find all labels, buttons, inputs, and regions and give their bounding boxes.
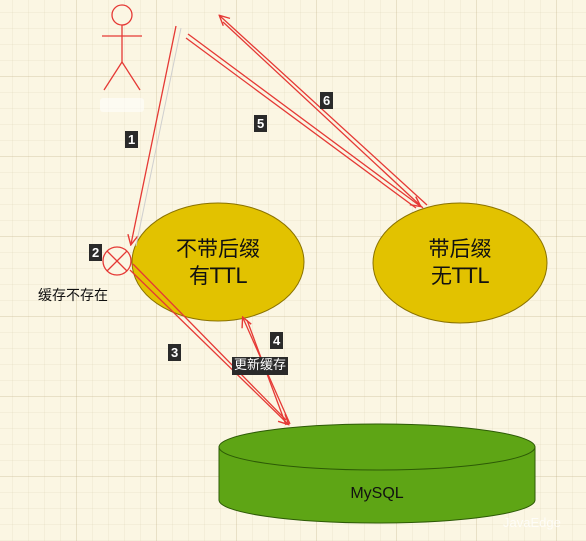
ellipse-line-2: 无TTL xyxy=(431,264,489,288)
step-badge-2: 2 xyxy=(89,244,103,261)
step-badge-1: 1 xyxy=(125,131,139,148)
step-badge-6: 6 xyxy=(320,92,334,109)
watermark: JavaEdge xyxy=(503,515,561,530)
step-badge-4: 4 xyxy=(270,332,284,349)
ellipse-line-1: 不带后缀 xyxy=(176,237,260,261)
cache-miss-label: 缓存不存在 xyxy=(38,288,108,304)
arrow-step-3 xyxy=(129,269,288,424)
arrow-step-6 xyxy=(220,16,428,206)
ellipse-line-2: 有TTL xyxy=(189,264,247,288)
cache-key-with-suffix-label: 带后缀 无TTL xyxy=(380,236,540,290)
arrows xyxy=(129,16,428,425)
arrow-step-1 xyxy=(131,25,177,244)
mysql-label: MySQL xyxy=(350,485,404,502)
update-cache-label: 更新缓存 xyxy=(232,357,289,375)
cache-key-no-suffix-label: 不带后缀 有TTL xyxy=(138,236,298,290)
step-badge-5: 5 xyxy=(254,115,268,132)
cache-miss-cross-icon xyxy=(102,246,132,276)
cache-key-with-suffix-ellipse xyxy=(372,202,548,324)
actor-label-blur xyxy=(100,98,144,112)
arrow-step-5 xyxy=(187,33,420,206)
ellipse-line-1: 带后缀 xyxy=(428,237,492,261)
mysql-database-cylinder xyxy=(218,423,536,524)
step-badge-3: 3 xyxy=(168,344,182,361)
cache-key-no-suffix-ellipse xyxy=(131,202,305,322)
user-actor-icon xyxy=(102,4,142,91)
